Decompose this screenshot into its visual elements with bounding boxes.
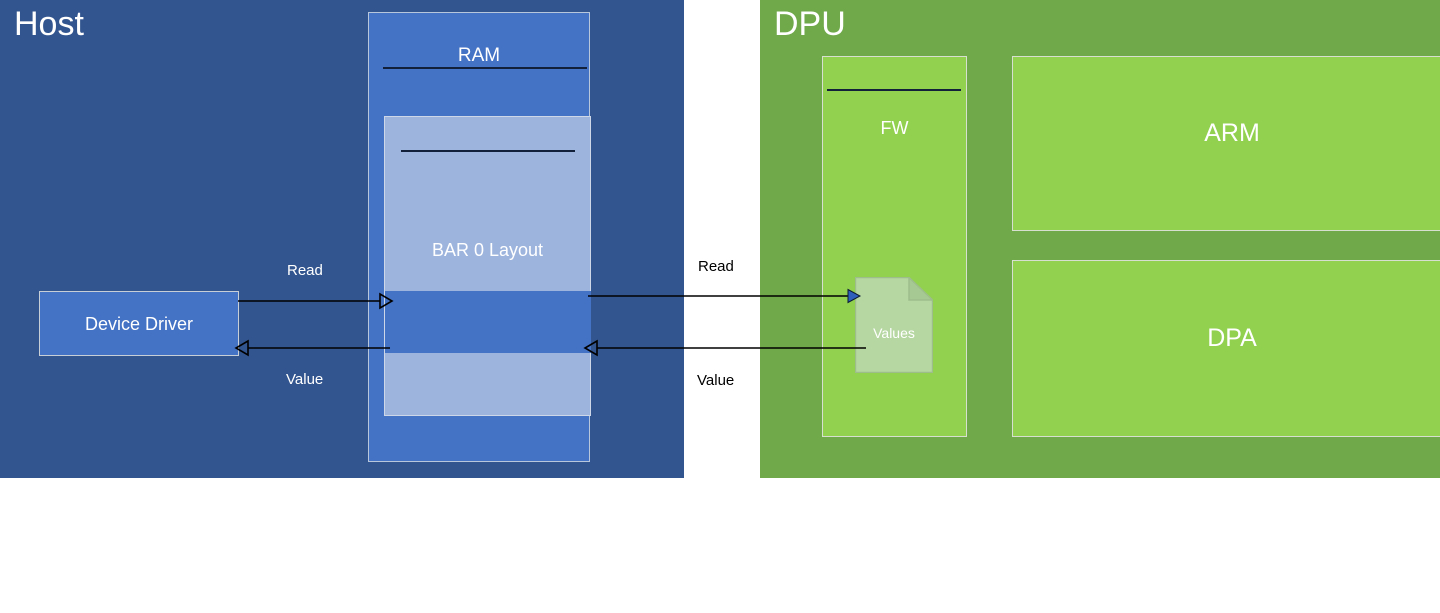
dpa-box: DPA <box>1012 260 1440 437</box>
ram-label: RAM <box>457 45 501 66</box>
bar0-layout-label: BAR 0 Layout <box>431 240 544 260</box>
ram-title-underline <box>383 67 587 69</box>
arrow-dpu-value <box>583 339 866 357</box>
device-driver-label: Device Driver <box>84 314 194 334</box>
values-document-shape: Values <box>855 277 933 373</box>
dpa-label: DPA <box>1207 324 1257 352</box>
device-driver-box: Device Driver <box>39 291 239 356</box>
arrow-host-value <box>234 339 390 357</box>
edge-label-dpu-read: Read <box>698 258 734 275</box>
fw-label: FW <box>880 118 909 138</box>
dpu-panel-title: DPU <box>774 5 846 43</box>
arrow-host-read <box>238 292 394 310</box>
fw-box: FW <box>822 56 967 437</box>
values-document-label: Values <box>873 325 915 341</box>
bar0-layout-title-underline <box>401 150 575 152</box>
stateful-bar-region-box: Stateful BAR Region <box>385 291 591 609</box>
host-panel-title: Host <box>14 5 84 43</box>
arm-label: ARM <box>1204 119 1260 147</box>
edge-label-host-read: Read <box>287 262 323 279</box>
bar0-layout-box: BAR 0 Layout <box>384 116 591 416</box>
fw-title-underline <box>827 89 961 91</box>
stateful-bar-region-label: Stateful BAR Region <box>405 589 571 609</box>
arm-box: ARM <box>1012 56 1440 231</box>
arrow-dpu-read <box>588 288 862 304</box>
edge-label-host-value: Value <box>286 371 324 388</box>
edge-label-dpu-value: Value <box>697 372 735 389</box>
